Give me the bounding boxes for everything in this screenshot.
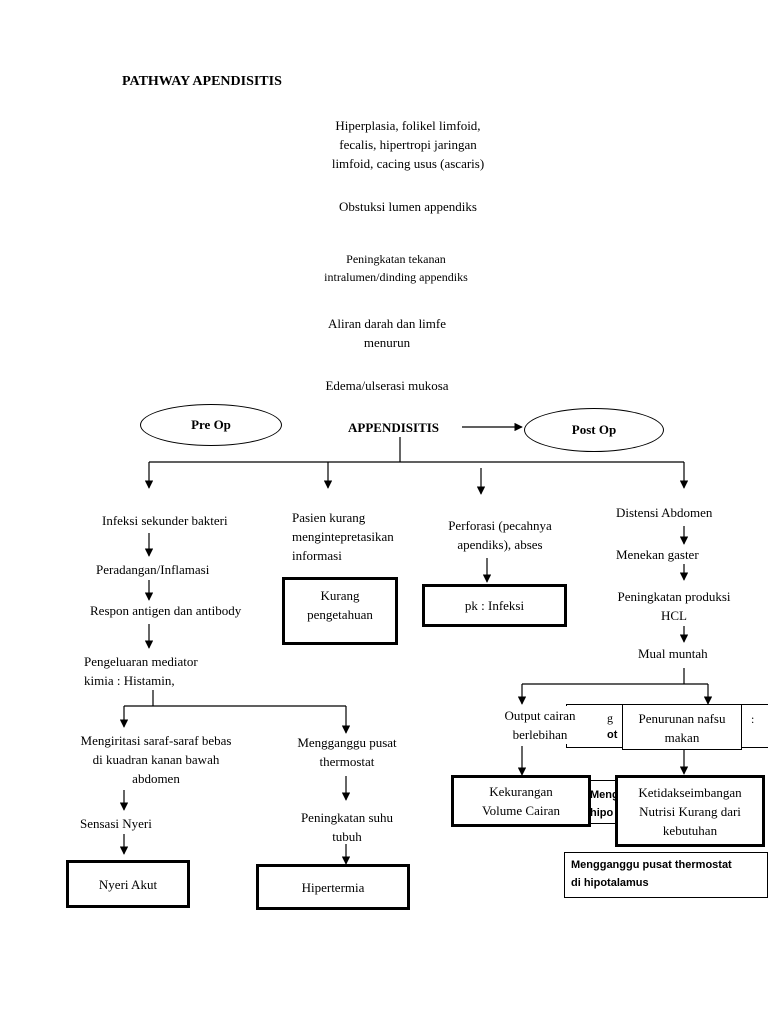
hipertermia-box: Hipertermia xyxy=(256,864,410,910)
thermostat-line-1: Mengganggu pusat xyxy=(297,735,397,750)
hcl-line-1: Peningkatan produksi xyxy=(617,589,731,604)
pre-op-node: Pre Op xyxy=(140,404,282,446)
nafsu-line-1: Penurunan nafsu xyxy=(638,711,726,726)
hipotalamus-note-line-1: Mengganggu pusat thermostat xyxy=(571,859,732,871)
blood-flow-line-1: Aliran darah dan limfe xyxy=(327,316,447,331)
pasien-text: Pasien kurang mengintepretasikan informa… xyxy=(292,508,394,565)
thermostat-line-2: thermostat xyxy=(319,754,375,769)
iritasi-text: Mengiritasi saraf-saraf bebas di kuadran… xyxy=(60,731,252,788)
iritasi-line-2: di kuadran kanan bawah xyxy=(92,752,220,767)
perforasi-text: Perforasi (pecahnya apendiks), abses xyxy=(430,516,570,554)
overlap-fragment-g: g xyxy=(607,711,613,725)
mediator-text: Pengeluaran mediator kimia : Histamin, xyxy=(84,652,198,690)
overlap-fragment-ot: ot xyxy=(607,729,618,741)
mediator-line-1: Pengeluaran mediator xyxy=(84,654,198,669)
nafsu-text: Penurunan nafsu makan xyxy=(622,709,742,747)
pre-op-label: Pre Op xyxy=(191,417,231,432)
suhu-text: Peningkatan suhu tubuh xyxy=(276,808,418,846)
overlap-fragment-mengg-2: hipo xyxy=(590,807,614,819)
pk-infeksi-label: pk : Infeksi xyxy=(464,598,525,613)
volume-line-1: Kekurangan xyxy=(489,784,553,799)
hipotalamus-note-box xyxy=(564,852,768,898)
volume-cairan-box: Kekurangan Volume Cairan xyxy=(451,775,591,827)
suhu-line-1: Peningkatan suhu xyxy=(300,810,394,825)
post-op-label: Post Op xyxy=(571,422,617,437)
volume-line-2: Volume Cairan xyxy=(481,803,561,818)
nutrisi-line-3: kebutuhan xyxy=(662,822,718,838)
pasien-line-1: Pasien kurang xyxy=(292,510,366,525)
obstruction-text: Obstuksi lumen appendiks xyxy=(339,199,477,214)
kurang-line-2: pengetahuan xyxy=(307,607,373,622)
cause-line-2: fecalis, hipertropi jaringan xyxy=(339,137,477,152)
perforasi-line-1: Perforasi (pecahnya xyxy=(448,518,552,533)
thermostat-text: Mengganggu pusat thermostat xyxy=(276,733,418,771)
mediator-line-2: kimia : Histamin, xyxy=(84,673,175,688)
hcl-line-2: HCL xyxy=(661,608,687,623)
pressure-line-1: Peningkatan tekanan xyxy=(346,252,446,266)
infeksi-text: Infeksi sekunder bakteri xyxy=(102,513,228,528)
pk-infeksi-box: pk : Infeksi xyxy=(422,584,567,627)
suhu-line-2: tubuh xyxy=(332,829,362,844)
respon-text: Respon antigen dan antibody xyxy=(90,603,242,618)
output-line-2: berlebihan xyxy=(512,727,568,742)
menekan-text: Menekan gaster xyxy=(616,547,699,562)
perforasi-line-2: apendiks), abses xyxy=(457,537,543,552)
cause-line-3: limfoid, cacing usus (ascaris) xyxy=(331,156,485,171)
nafsu-line-2: makan xyxy=(664,730,700,745)
pressure-text: Peningkatan tekanan intralumen/dinding a… xyxy=(296,250,496,286)
nutrisi-line-2: Nutrisi Kurang dari xyxy=(639,803,741,819)
pressure-line-2: intralumen/dinding appendiks xyxy=(324,270,468,284)
pasien-line-3: informasi xyxy=(292,548,342,563)
distensi-text: Distensi Abdomen xyxy=(616,505,713,520)
pasien-line-2: mengintepretasikan xyxy=(292,529,394,544)
output-line-1: Output cairan xyxy=(504,708,576,723)
output-text: Output cairan berlebihan xyxy=(478,706,602,744)
hipotalamus-note-text: Mengganggu pusat thermostat di hipotalam… xyxy=(571,856,732,892)
hipotalamus-note-line-2: di hipotalamus xyxy=(571,877,649,889)
nutrisi-box: Ketidakseimbangan Nutrisi Kurang dari ke… xyxy=(615,775,765,847)
post-op-node: Post Op xyxy=(524,408,664,452)
hipertermia-label: Hipertermia xyxy=(301,879,365,895)
hcl-text: Peningkatan produksi HCL xyxy=(600,587,748,625)
page-title: PATHWAY APENDISITIS xyxy=(122,74,282,89)
nyeri-akut-label: Nyeri Akut xyxy=(98,876,158,892)
cause-line-1: Hiperplasia, folikel limfoid, xyxy=(335,118,481,133)
overlap-fragment-colon: : xyxy=(751,712,755,726)
cause-text: Hiperplasia, folikel limfoid, fecalis, h… xyxy=(300,116,516,173)
kurang-pengetahuan-box: Kurang pengetahuan xyxy=(282,577,398,645)
appendisitis-node: APPENDISITIS xyxy=(348,420,440,435)
kurang-line-1: Kurang xyxy=(320,588,360,603)
nutrisi-line-1: Ketidakseimbangan xyxy=(638,784,742,800)
sensasi-text: Sensasi Nyeri xyxy=(80,816,152,831)
peradangan-text: Peradangan/Inflamasi xyxy=(96,562,210,577)
iritasi-line-3: abdomen xyxy=(132,771,180,786)
edema-text: Edema/ulserasi mukosa xyxy=(325,378,449,393)
blood-flow-line-2: menurun xyxy=(363,335,411,350)
blood-flow-text: Aliran darah dan limfe menurun xyxy=(300,314,474,352)
mual-text: Mual muntah xyxy=(638,646,708,661)
nafsu-box xyxy=(622,704,742,750)
iritasi-line-1: Mengiritasi saraf-saraf bebas xyxy=(80,733,232,748)
nyeri-akut-box: Nyeri Akut xyxy=(66,860,190,908)
